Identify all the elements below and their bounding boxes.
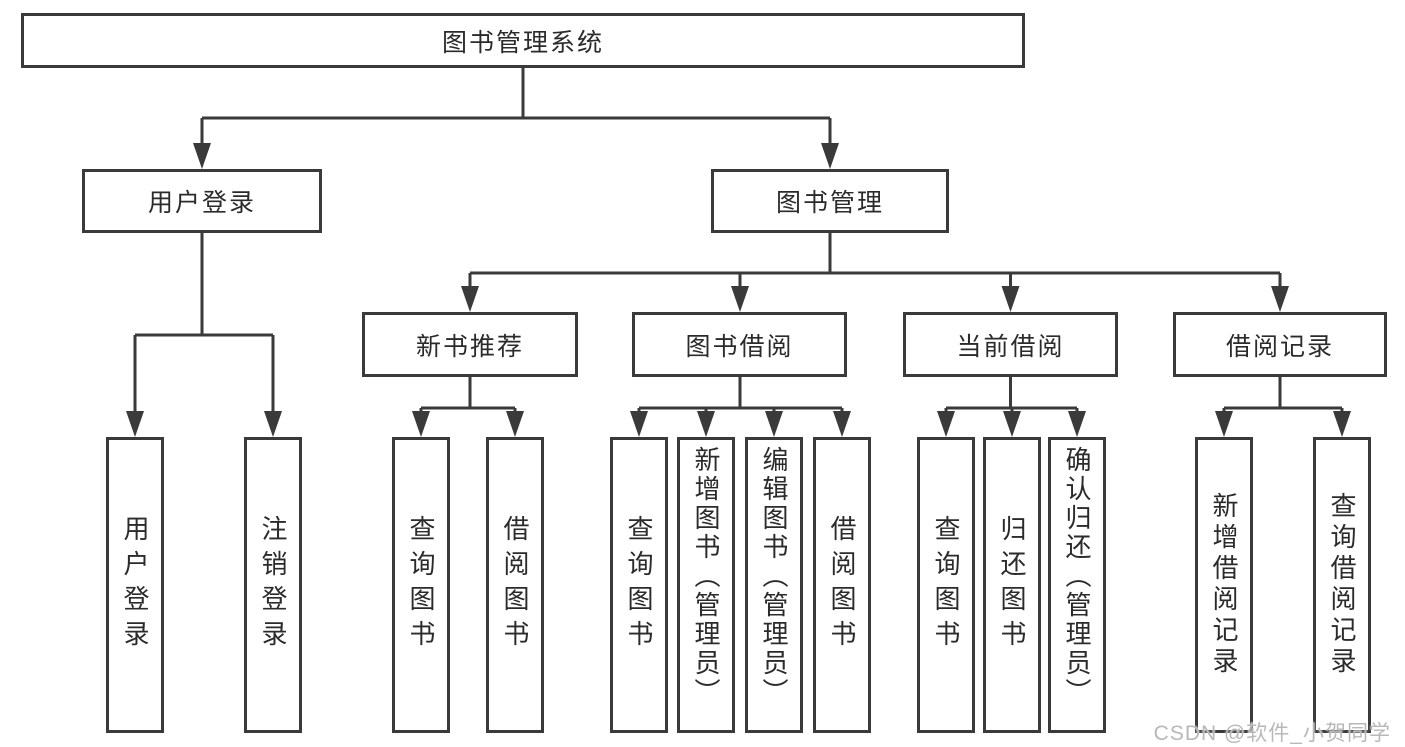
leaf-borrow-books-recommend: 借阅图书 — [486, 437, 544, 733]
node-book-borrowing: 图书借阅 — [632, 312, 847, 377]
leaf-query-books-recommend: 查询图书 — [392, 437, 450, 733]
leaf-query-books-current: 查询图书 — [917, 437, 975, 733]
node-new-book-recommendation-label: 新书推荐 — [415, 332, 524, 361]
leaf-edit-book-admin: 编辑图书（管理员） — [745, 437, 803, 733]
leaf-add-borrow-record: 新增借阅记录 — [1195, 437, 1253, 733]
node-book-management-label: 图书管理 — [775, 189, 884, 217]
node-library-system-label: 图书管理系统 — [441, 28, 604, 57]
watermark: CSDN @软件_小贺同学 — [1153, 722, 1391, 745]
node-new-book-recommendation: 新书推荐 — [362, 312, 578, 377]
node-library-system: 图书管理系统 — [21, 13, 1025, 68]
leaf-borrow-books-recommend-label: 借阅图书 — [500, 515, 530, 655]
leaf-confirm-return-admin-label: 确认归还（管理员） — [1062, 446, 1092, 707]
node-current-borrowing-label: 当前借阅 — [956, 332, 1065, 361]
leaf-query-books-current-label: 查询图书 — [931, 515, 961, 655]
leaf-add-borrow-record-label: 新增借阅记录 — [1209, 492, 1239, 678]
leaf-borrow-books-label: 借阅图书 — [827, 515, 857, 655]
leaf-add-book-admin-label: 新增图书（管理员） — [691, 446, 721, 707]
node-current-borrowing: 当前借阅 — [903, 312, 1118, 377]
leaf-query-borrow-record-label: 查询借阅记录 — [1327, 492, 1357, 678]
leaf-user-login-label: 用户登录 — [120, 515, 150, 655]
node-book-borrowing-label: 图书借阅 — [685, 332, 794, 361]
leaf-logout: 注销登录 — [244, 437, 302, 733]
node-user-login-label: 用户登录 — [147, 189, 256, 217]
leaf-return-books: 归还图书 — [983, 437, 1041, 733]
leaf-add-book-admin: 新增图书（管理员） — [677, 437, 735, 733]
node-user-login: 用户登录 — [82, 169, 322, 233]
leaf-return-books-label: 归还图书 — [997, 515, 1027, 655]
node-borrow-records-label: 借阅记录 — [1225, 332, 1334, 361]
leaf-query-books-borrowing-label: 查询图书 — [624, 515, 654, 655]
leaf-edit-book-admin-label: 编辑图书（管理员） — [759, 446, 789, 707]
node-book-management: 图书管理 — [711, 169, 949, 233]
leaf-query-borrow-record: 查询借阅记录 — [1313, 437, 1371, 733]
leaf-user-login: 用户登录 — [106, 437, 164, 733]
leaf-query-books-borrowing: 查询图书 — [610, 437, 668, 733]
leaf-logout-label: 注销登录 — [258, 515, 288, 655]
arrowheads — [126, 143, 1351, 437]
node-borrow-records: 借阅记录 — [1173, 312, 1387, 377]
leaf-borrow-books: 借阅图书 — [813, 437, 871, 733]
leaf-confirm-return-admin: 确认归还（管理员） — [1048, 437, 1106, 733]
leaf-query-books-recommend-label: 查询图书 — [406, 515, 436, 655]
